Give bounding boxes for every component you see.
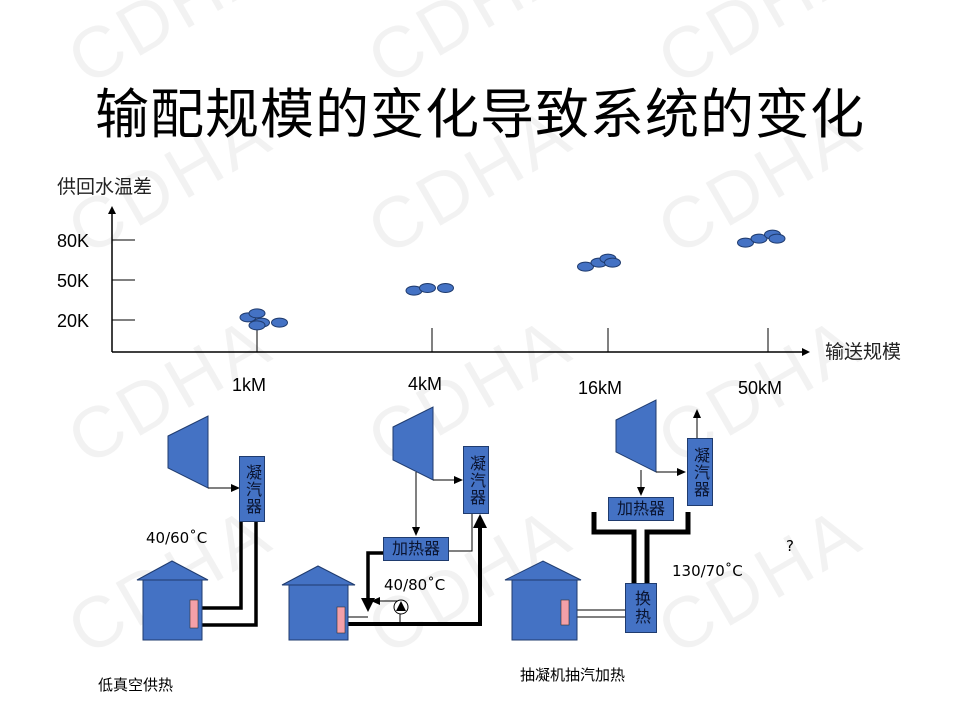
- y-tick-label: 20K: [57, 311, 90, 331]
- data-point: [271, 317, 288, 328]
- caption-low-vacuum: 低真空供热: [98, 676, 174, 694]
- heater-label: 加热器: [616, 499, 665, 518]
- question-mark: ?: [786, 537, 794, 555]
- turbine-icon: [615, 399, 657, 473]
- y-tick-label: 80K: [57, 231, 90, 251]
- house-roof-icon: [136, 560, 209, 581]
- radiator-icon: [336, 606, 346, 634]
- house-roof-icon: [504, 560, 582, 581]
- condenser-box: 凝汽器: [463, 446, 489, 514]
- condenser-box: 凝汽器: [239, 456, 265, 522]
- heater-box: 加热器: [383, 537, 449, 561]
- temperature-label: 40/80˚C: [384, 576, 446, 594]
- condenser-label: 凝汽器: [691, 446, 710, 498]
- slide-title: 输配规模的变化导致系统的变化: [95, 83, 865, 146]
- radiator-icon: [560, 599, 570, 626]
- heater-label: 加热器: [391, 539, 440, 558]
- x-axis-label: 输送规模: [825, 341, 902, 363]
- y-tick-label: 50K: [57, 271, 90, 291]
- system-low-vacuum: [136, 415, 258, 641]
- y-axis-label: 供回水温差: [57, 176, 153, 198]
- data-point: [604, 257, 621, 268]
- radiator-icon: [189, 599, 199, 629]
- heat-exchanger-box: 换热: [625, 583, 657, 633]
- x-tick-label: 50kM: [738, 378, 783, 398]
- data-point: [248, 308, 266, 319]
- data-point: [737, 237, 754, 248]
- heater-box: 加热器: [608, 497, 674, 521]
- data-point: [248, 320, 266, 331]
- caption-extraction-heating: 抽凝机抽汽加热: [520, 666, 626, 684]
- data-point: [768, 233, 786, 244]
- temperature-label: 40/60˚C: [146, 529, 208, 547]
- system-heater: [281, 406, 487, 641]
- house-roof-icon: [281, 565, 356, 586]
- x-tick-label: 1kM: [232, 375, 267, 395]
- condenser-label: 凝汽器: [243, 463, 262, 515]
- system-extraction: [504, 399, 701, 641]
- data-point: [577, 261, 594, 272]
- data-point: [419, 283, 436, 293]
- heat-exchanger-label: 换热: [632, 590, 651, 626]
- condenser-box: 凝汽器: [687, 438, 713, 506]
- turbine-icon: [392, 406, 434, 481]
- data-point: [437, 283, 454, 293]
- x-tick-label: 16kM: [578, 378, 623, 398]
- data-point: [750, 233, 768, 244]
- x-tick-label: 4kM: [408, 374, 443, 394]
- condenser-label: 凝汽器: [467, 454, 486, 506]
- turbine-icon: [167, 415, 209, 489]
- temperature-label: 130/70˚C: [672, 562, 743, 580]
